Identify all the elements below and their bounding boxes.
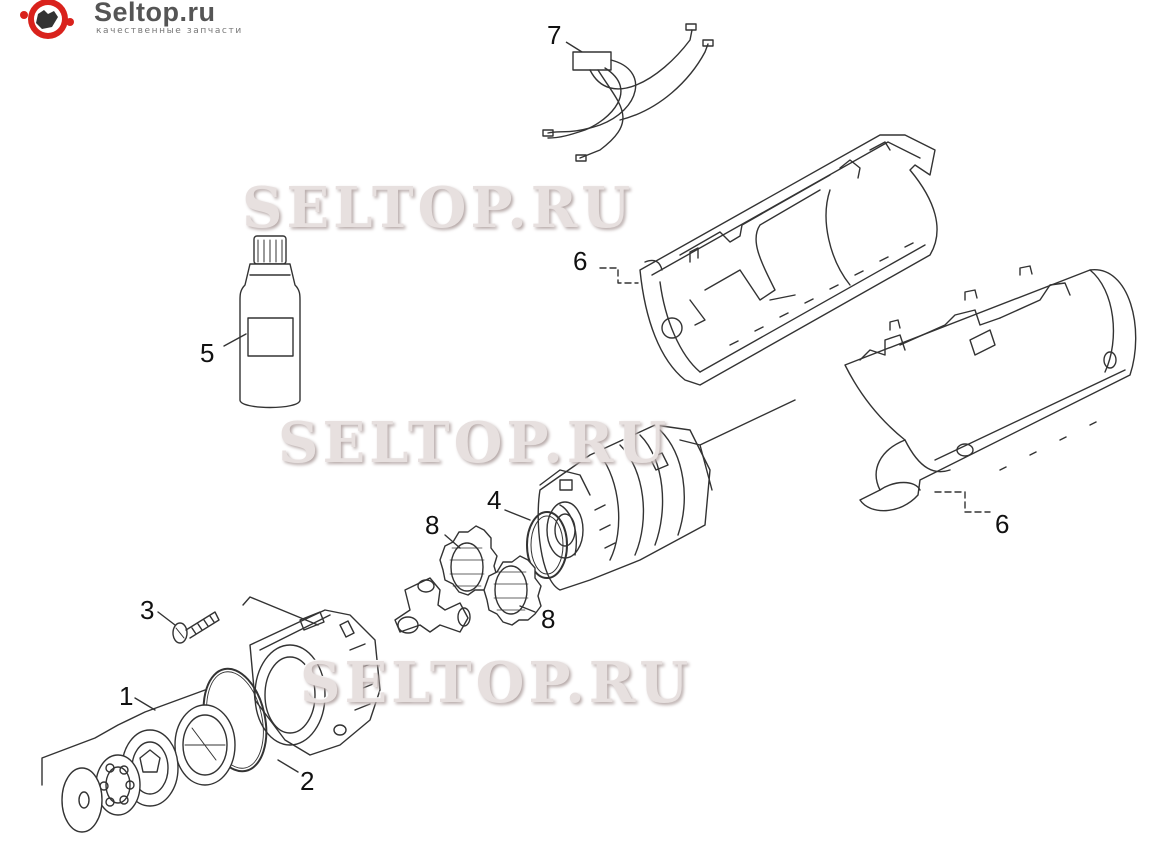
planetary-carrier bbox=[174, 704, 236, 786]
oil-bottle bbox=[239, 235, 301, 409]
bearing bbox=[95, 754, 141, 816]
callout-8-upper: 8 bbox=[425, 510, 440, 540]
motor-axis-line bbox=[699, 399, 796, 446]
washer bbox=[61, 767, 103, 833]
logo-tagline: качественные запчасти bbox=[96, 26, 243, 36]
callout-1: 1 bbox=[119, 681, 134, 711]
screw bbox=[172, 611, 220, 644]
logo-name: Seltop.ru bbox=[94, 0, 216, 27]
logo[interactable]: Seltop.ru качественные запчасти bbox=[14, 0, 314, 42]
callout-4: 4 bbox=[487, 485, 502, 515]
leader-line-8b bbox=[519, 605, 536, 613]
leader-line-1 bbox=[134, 697, 156, 711]
leader-line-cover bbox=[242, 596, 319, 626]
callout-2: 2 bbox=[300, 766, 315, 796]
leader-line-8a bbox=[444, 534, 461, 549]
shaft-bracket bbox=[394, 577, 471, 634]
watermark-bottom: SELTOP.RU bbox=[300, 650, 693, 716]
leader-line-4 bbox=[504, 509, 531, 521]
watermark-top: SELTOP.RU bbox=[242, 175, 635, 241]
callout-3: 3 bbox=[140, 595, 155, 625]
watermark-middle: SELTOP.RU bbox=[278, 410, 671, 476]
leader-line-6a bbox=[599, 267, 639, 284]
motor-housing-half-upper bbox=[639, 134, 938, 386]
leader-line-5 bbox=[223, 333, 247, 347]
callout-6-upper: 6 bbox=[573, 246, 588, 276]
leader-line-2 bbox=[277, 759, 299, 773]
leader-line-assembly bbox=[41, 689, 206, 786]
callout-6-lower: 6 bbox=[995, 509, 1010, 539]
spur-gear-lower bbox=[483, 555, 542, 626]
callout-5: 5 bbox=[200, 338, 215, 368]
logo-badge bbox=[20, 0, 74, 39]
callout-8-lower: 8 bbox=[541, 604, 556, 634]
cable-harness bbox=[542, 23, 714, 162]
o-ring-4 bbox=[526, 511, 568, 579]
leader-line-3 bbox=[157, 611, 176, 626]
leader-line-6b bbox=[934, 491, 991, 513]
callout-7: 7 bbox=[547, 20, 562, 50]
motor-housing-half-lower bbox=[844, 265, 1137, 512]
